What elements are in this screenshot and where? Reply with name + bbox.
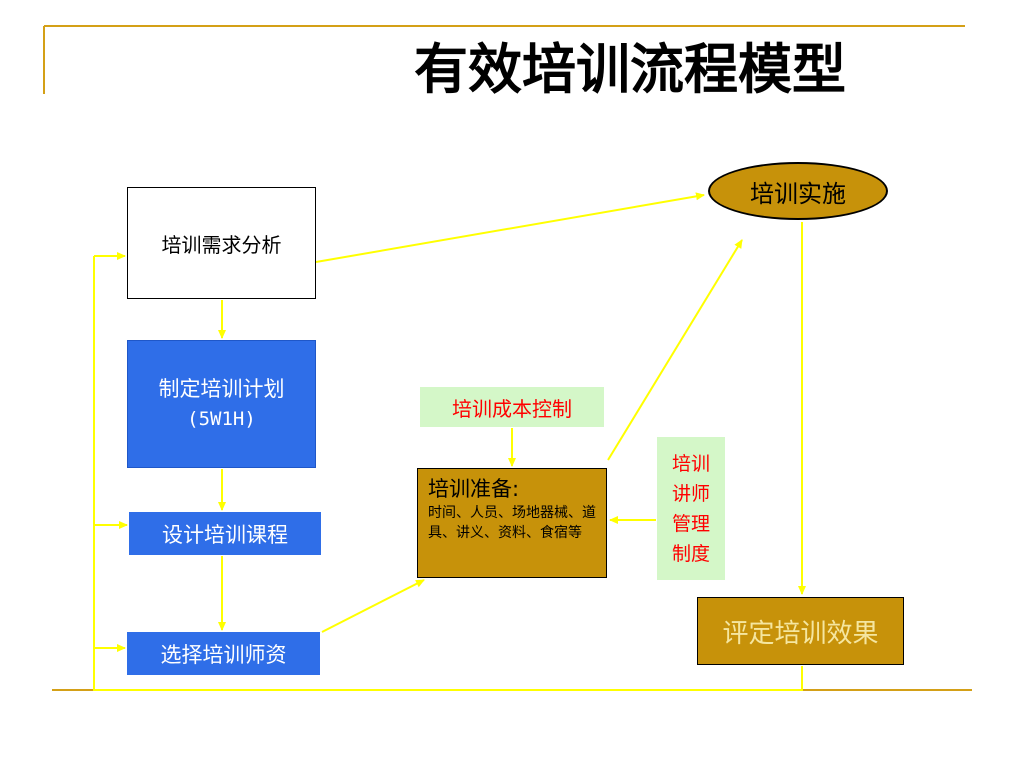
slide-title: 有效培训流程模型 <box>414 38 846 101</box>
node-design-course: 设计培训课程 <box>129 512 321 555</box>
feedback-loop-line <box>93 256 803 691</box>
node-needs-analysis: 培训需求分析 <box>127 187 316 299</box>
node-implementation-label: 培训实施 <box>750 179 846 208</box>
node-lecturer-management: 培训讲师管理制度 <box>657 437 725 580</box>
node-needs-analysis-label: 培训需求分析 <box>161 232 282 257</box>
arrow-prep-to-implementation <box>607 239 743 461</box>
node-evaluate-effect-label: 评定培训效果 <box>722 618 879 649</box>
node-lecturer-management-label: 培训讲师管理制度 <box>671 452 710 565</box>
node-evaluate-effect: 评定培训效果 <box>697 597 904 665</box>
node-training-preparation-heading: 培训准备: <box>428 477 520 501</box>
node-implementation: 培训实施 <box>708 162 888 220</box>
node-select-teacher-label: 选择培训师资 <box>160 642 287 667</box>
node-training-plan-label: 制定培训计划 <box>158 377 285 401</box>
arrow-teacher-to-prep <box>321 579 425 633</box>
node-select-teacher: 选择培训师资 <box>127 632 320 675</box>
node-cost-control: 培训成本控制 <box>420 387 604 427</box>
node-cost-control-label: 培训成本控制 <box>452 396 572 421</box>
node-design-course-label: 设计培训课程 <box>162 522 288 547</box>
arrow-needs-to-implementation <box>315 192 705 263</box>
node-training-preparation: 培训准备: 时间、人员、场地器械、道具、讲义、资料、食宿等 <box>417 468 607 578</box>
node-training-preparation-detail: 时间、人员、场地器械、道具、讲义、资料、食宿等 <box>428 505 596 541</box>
node-training-plan: 制定培训计划 (5W1H) <box>127 340 316 468</box>
node-training-plan-sublabel: (5W1H) <box>187 408 256 430</box>
